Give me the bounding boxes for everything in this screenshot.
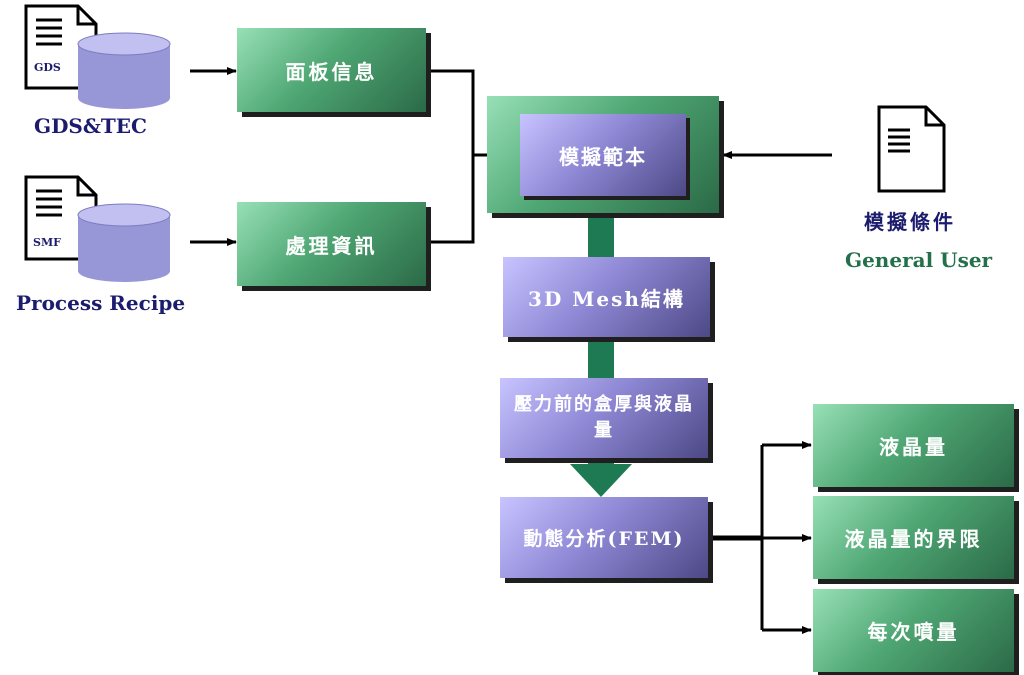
flow-bar-template-mesh (588, 212, 614, 257)
output-spray-amount: 每次噴量 (813, 589, 1014, 672)
smf-doc-tag: SMF (33, 236, 61, 249)
line-panel-merge (427, 69, 475, 155)
pre-pressure-box: 壓力前的盒厚與液晶量 (500, 378, 708, 458)
smf-caption: Process Recipe (16, 291, 186, 315)
gds-caption: GDS&TEC (34, 114, 147, 138)
gds-database-icon (24, 4, 171, 109)
output-lc-limit: 液晶量的界限 (813, 496, 1014, 579)
process-info-box: 處理資訊 (237, 202, 426, 286)
user-condition-label: 模擬條件 (864, 210, 956, 234)
line-process-merge (427, 155, 475, 244)
sim-template-box: 模擬範本 (520, 114, 686, 196)
user-document-icon (877, 105, 946, 193)
gds-doc-tag: GDS (34, 61, 61, 74)
flow-arrowhead-fem (570, 464, 632, 497)
fem-analysis-box: 動態分析(FEM) (500, 497, 708, 578)
output-lc-amount: 液晶量 (813, 404, 1014, 487)
smf-database-icon (24, 175, 171, 282)
user-role-label: General User (845, 248, 993, 272)
flow-bar-mesh-prepressure (588, 336, 614, 378)
mesh-structure-box: 3D Mesh結構 (503, 257, 710, 337)
panel-info-box: 面板信息 (237, 28, 426, 112)
